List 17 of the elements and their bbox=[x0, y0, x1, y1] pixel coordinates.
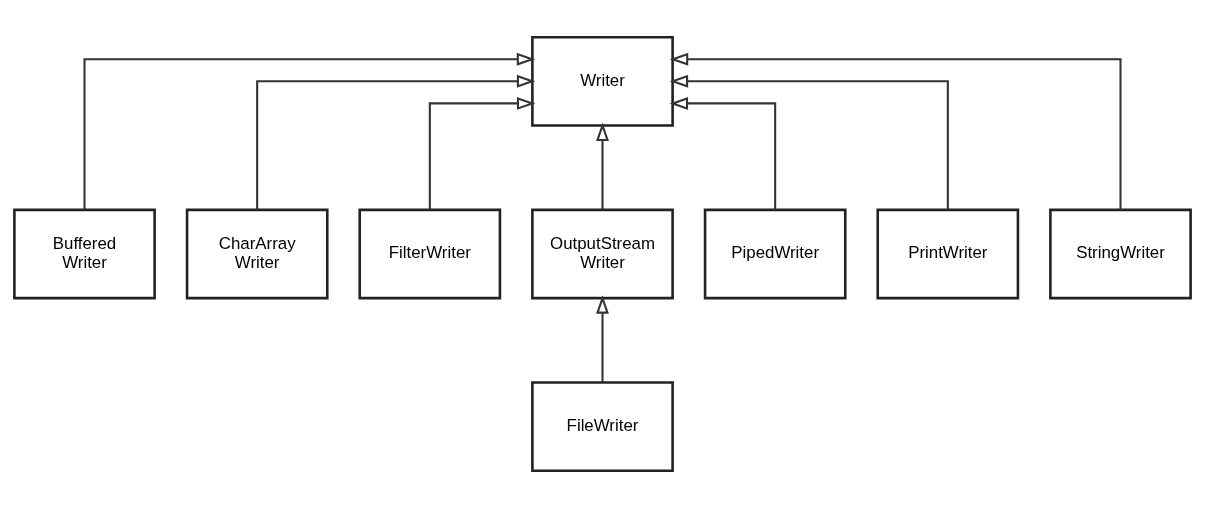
node-box: StringWriter bbox=[1049, 208, 1192, 300]
arrow bbox=[596, 122, 609, 210]
node-box: Writer bbox=[531, 35, 674, 127]
arrow bbox=[428, 96, 536, 210]
arrow bbox=[669, 52, 1122, 210]
node-box: FilterWriter bbox=[358, 208, 502, 300]
arrow bbox=[596, 295, 609, 383]
node-box: OutputStream Writer bbox=[531, 208, 674, 300]
arrow bbox=[669, 74, 949, 210]
node-box: PipedWriter bbox=[703, 208, 847, 300]
arrow bbox=[83, 52, 536, 210]
node-box: Buffered Writer bbox=[13, 208, 156, 300]
node-box: CharArray Writer bbox=[185, 208, 329, 300]
node-box: FileWriter bbox=[531, 381, 674, 473]
arrow bbox=[669, 96, 777, 210]
arrow bbox=[256, 74, 536, 210]
node-box: PrintWriter bbox=[876, 208, 1020, 300]
